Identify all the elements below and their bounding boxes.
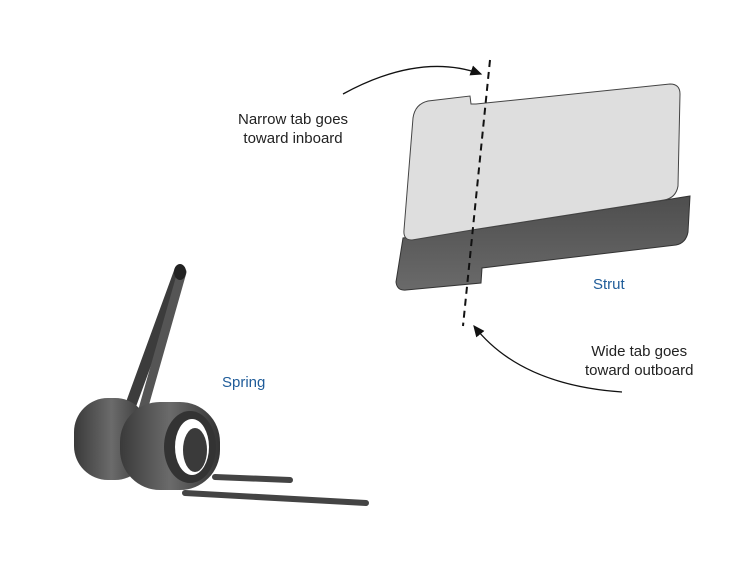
strut-label: Strut: [593, 276, 625, 293]
spring-drawing: [74, 264, 369, 506]
annotation-line: Narrow tab goes: [238, 111, 349, 128]
strut-drawing: [395, 83, 691, 291]
wide-tab-annotation: Wide tab goes toward outboard: [585, 342, 693, 380]
centerline-dashed: [462, 59, 491, 327]
strut-top-face: [403, 83, 681, 241]
annotation-line: toward outboard: [585, 362, 694, 379]
arrow-narrow-tab: [342, 65, 483, 95]
annotation-line: toward inboard: [243, 130, 343, 147]
annotation-line: Wide tab goes: [591, 343, 688, 360]
narrow-tab-annotation: Narrow tab goes toward inboard: [238, 110, 348, 148]
arrow-wide-tab: [473, 324, 623, 393]
spring-label: Spring: [222, 374, 266, 391]
